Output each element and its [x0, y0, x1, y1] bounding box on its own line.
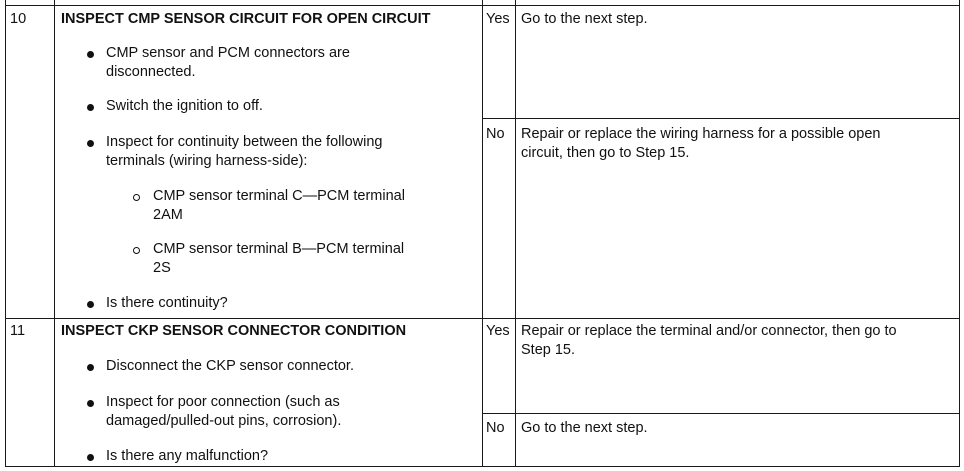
rule-left [5, 0, 6, 467]
result-action: Repair or replace the wiring harness for… [521, 126, 881, 161]
step-bullet: Is there continuity? [106, 295, 228, 311]
step-bullet: CMP sensor and PCM connectors are discon… [106, 45, 350, 80]
bullet-icon [87, 301, 94, 308]
step-title: INSPECT CKP SENSOR CONNECTOR CONDITION [61, 323, 407, 339]
bullet-icon [87, 364, 94, 371]
bullet-icon [87, 454, 94, 461]
sub-bullet-icon [133, 194, 140, 201]
step-bullet: Inspect for poor connection (such as dam… [106, 394, 342, 429]
bullet-icon [87, 104, 94, 111]
rule-answer-col [482, 0, 483, 467]
sub-bullet-icon [133, 247, 140, 254]
bullet-icon [87, 400, 94, 407]
step-bullet: Is there any malfunction? [106, 448, 269, 464]
bullet-icon [87, 51, 94, 58]
step-sub-bullet: CMP sensor terminal B—PCM terminal 2S [153, 241, 405, 276]
step-number: 10 [10, 11, 27, 27]
rule-step10-yes-no [482, 118, 960, 119]
result-action: Repair or replace the terminal and/or co… [521, 323, 897, 358]
step-bullet: Inspect for continuity between the follo… [106, 134, 383, 169]
rule-right [959, 0, 960, 467]
result-answer-no: No [486, 126, 505, 142]
result-action: Go to the next step. [521, 420, 648, 436]
step-bullet: Disconnect the CKP sensor connector. [106, 358, 354, 374]
result-action: Go to the next step. [521, 11, 648, 27]
result-answer-yes: Yes [486, 11, 510, 27]
step-bullet: Switch the ignition to off. [106, 98, 263, 114]
bullet-icon [87, 140, 94, 147]
step-sub-bullet: CMP sensor terminal C—PCM terminal 2AM [153, 188, 405, 223]
result-answer-yes: Yes [486, 323, 510, 339]
rule-number-col [54, 0, 55, 467]
step-number: 11 [10, 323, 26, 339]
rule-action-col [515, 0, 516, 467]
result-answer-no: No [486, 420, 505, 436]
rule-step11-yes-no [482, 413, 960, 414]
step-title: INSPECT CMP SENSOR CIRCUIT FOR OPEN CIRC… [61, 11, 431, 27]
